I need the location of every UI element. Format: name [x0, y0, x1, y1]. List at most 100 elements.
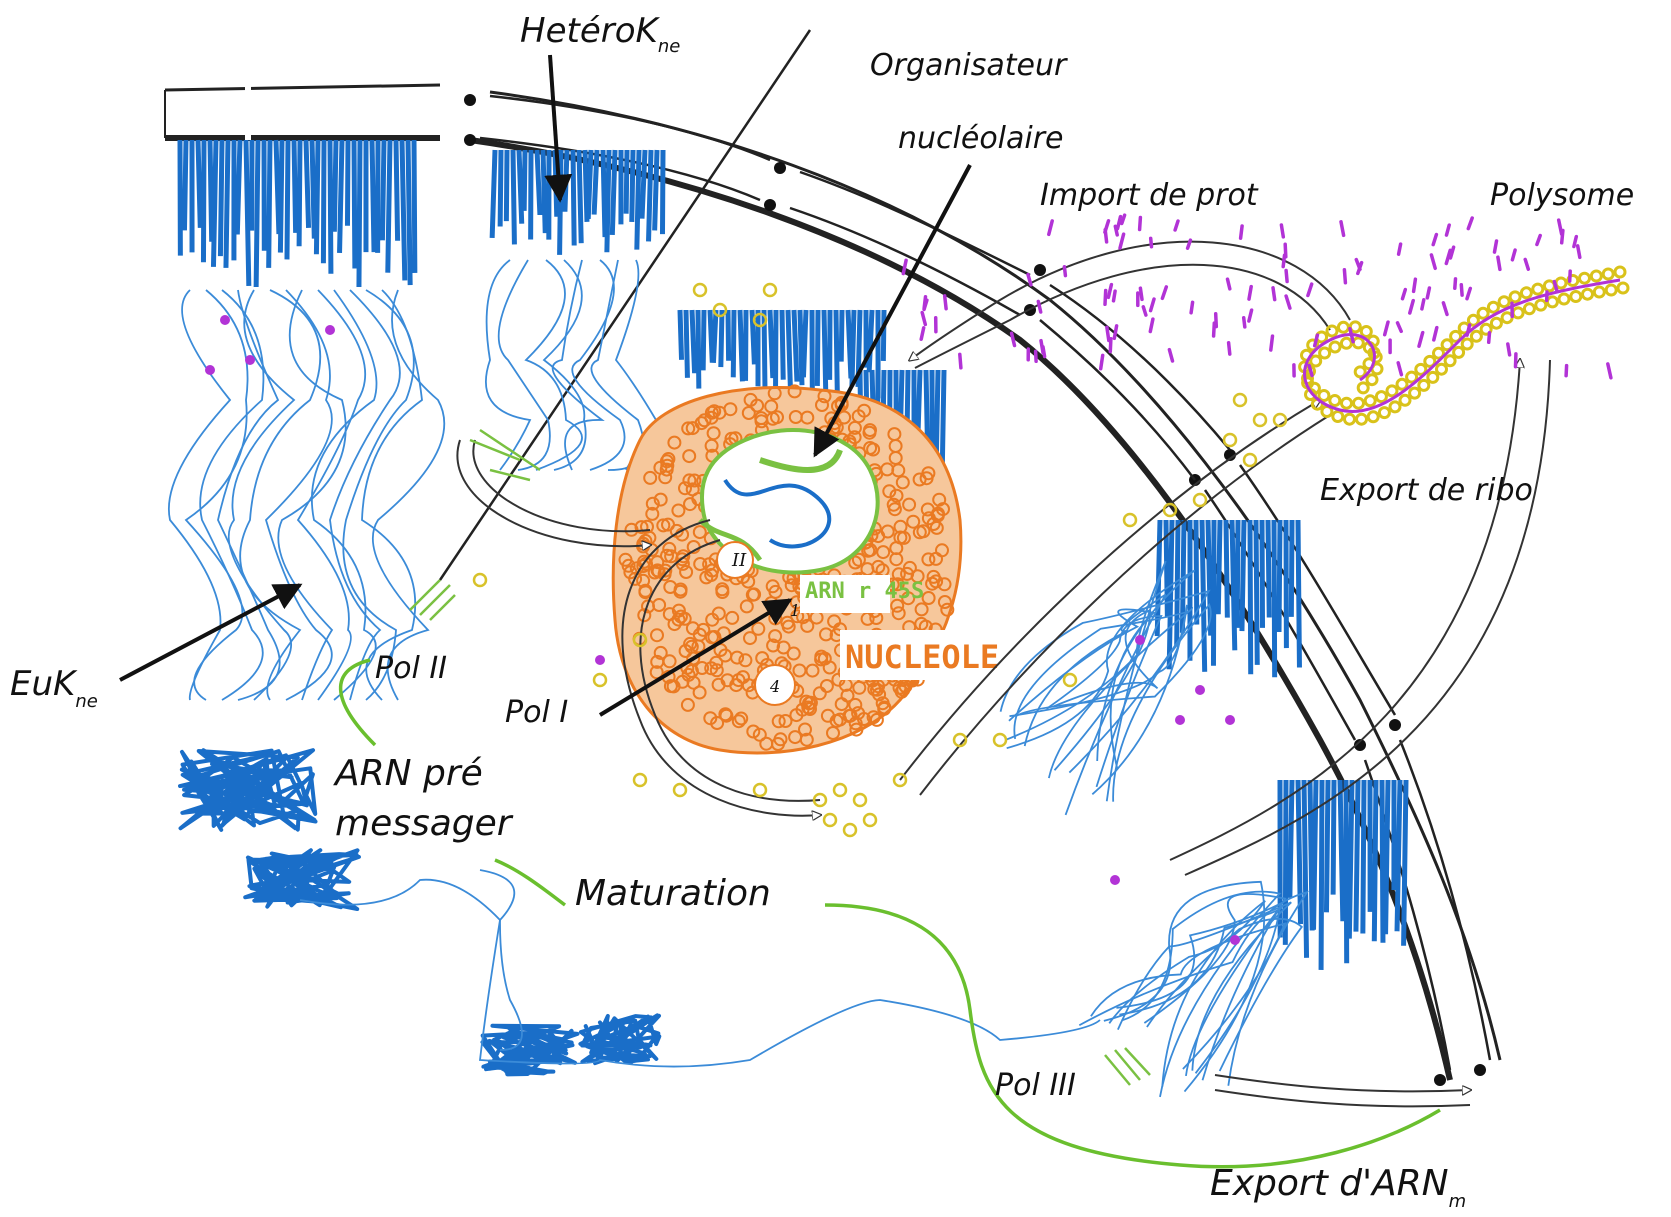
ribosome-subunit — [1194, 494, 1206, 506]
euchromatin-fibre — [312, 290, 377, 700]
protein — [1101, 355, 1103, 368]
export-ribo-label: Export de ribo — [1320, 473, 1533, 508]
ribosome-subunit — [834, 784, 846, 796]
chromatin-strand-vertical — [480, 870, 522, 1050]
protein — [1241, 226, 1243, 238]
ribosome-subunit — [1064, 674, 1076, 686]
protein-dot — [205, 365, 215, 375]
ribosome-subunit — [1224, 434, 1236, 446]
transport-arrows — [457, 242, 1550, 1107]
ribosome-subunit — [864, 814, 876, 826]
euchromatin-fibre — [218, 290, 280, 700]
protein — [1467, 325, 1470, 335]
protein — [1566, 366, 1567, 376]
protein — [1308, 284, 1312, 295]
protein — [1431, 255, 1435, 268]
protein — [1036, 351, 1037, 361]
protein — [1064, 267, 1065, 276]
protein — [1461, 285, 1462, 295]
organisateur-label-line1: Organisateur — [870, 48, 1068, 83]
pol3-label: Pol III — [995, 1068, 1076, 1103]
ribosome-subunit — [1244, 454, 1256, 466]
protein-dot — [1110, 875, 1120, 885]
protein — [1410, 301, 1413, 313]
heterochromatin-scribble-4 — [580, 1015, 659, 1063]
polysome-ribosomes — [1300, 267, 1628, 424]
ribosome-subunit — [1254, 414, 1266, 426]
protein — [1244, 318, 1245, 327]
protein — [1419, 333, 1423, 347]
protein — [1108, 285, 1111, 298]
heterochromatin-scribble-1 — [180, 750, 316, 830]
protein — [1512, 250, 1515, 260]
protein — [1169, 350, 1172, 361]
euchromatin-fibre-right — [1005, 561, 1166, 801]
protein — [1229, 343, 1230, 354]
protein — [1249, 310, 1252, 321]
protein-dot — [325, 325, 335, 335]
import-label: Import de prot — [1040, 178, 1259, 213]
roman-iv-label: 4 — [769, 677, 780, 696]
roman-i-label: 1 — [790, 601, 800, 620]
protein — [1559, 220, 1562, 234]
protein — [1537, 236, 1540, 245]
protein — [1356, 260, 1360, 270]
arn-45s-label: ARN r 45S — [805, 579, 924, 604]
ribosome-subunit — [594, 674, 606, 686]
protein — [1150, 319, 1153, 331]
protein — [1403, 290, 1406, 299]
protein — [1443, 303, 1447, 315]
protein — [1271, 336, 1273, 350]
protein — [960, 354, 961, 367]
euk-label: EuKne — [10, 664, 98, 712]
protein — [1114, 326, 1116, 338]
protein — [1422, 300, 1424, 309]
protein — [1115, 226, 1117, 235]
ribosome-subunit — [674, 784, 686, 796]
protein-dot — [245, 355, 255, 365]
pol1-label: Pol I — [505, 695, 568, 730]
ribosome-subunit — [824, 814, 836, 826]
ribosome-subunit — [1234, 394, 1246, 406]
maturation-label: Maturation — [575, 873, 771, 914]
protein — [1447, 225, 1450, 235]
euchromatin-fibre-lower-right — [1104, 882, 1264, 1092]
ribosome-subunit — [994, 734, 1006, 746]
protein — [1498, 257, 1500, 269]
protein-dot — [1135, 635, 1145, 645]
protein — [1455, 279, 1456, 288]
protein-dot — [1225, 715, 1235, 725]
protein — [1140, 288, 1142, 299]
protein-dot — [1230, 935, 1240, 945]
euchromatin-fibre — [343, 290, 414, 700]
protein — [945, 296, 946, 309]
ribosome-subunit — [474, 574, 486, 586]
protein-dot — [1175, 715, 1185, 725]
heterochromatin-right-low — [1280, 780, 1406, 970]
protein — [1214, 323, 1215, 336]
protein — [1468, 218, 1472, 229]
protein — [1107, 327, 1109, 340]
euchromatin-fibre — [572, 260, 624, 470]
protein — [1574, 237, 1576, 247]
heterochromatin-scribble-3 — [482, 1026, 577, 1075]
protein — [921, 328, 924, 339]
heterok-label: HetéroKne — [520, 11, 680, 57]
arn-pre-label-line1: ARN pré — [333, 753, 483, 794]
protein — [1578, 246, 1580, 257]
polysome-label: Polysome — [1490, 178, 1634, 213]
protein — [1191, 302, 1193, 313]
maturation-leader-left — [495, 860, 565, 905]
protein — [1114, 291, 1116, 301]
protein — [1467, 288, 1470, 298]
ribosome-subunit — [854, 794, 866, 806]
protein — [1385, 322, 1388, 335]
polysome — [1300, 267, 1628, 424]
protein — [1140, 218, 1141, 230]
protein — [1489, 333, 1490, 343]
euchromatin-fibre — [553, 260, 602, 470]
protein — [1427, 288, 1429, 298]
ribosome-subunit — [634, 774, 646, 786]
protein — [1433, 235, 1436, 245]
arn-pre-label-line2: messager — [335, 803, 514, 844]
